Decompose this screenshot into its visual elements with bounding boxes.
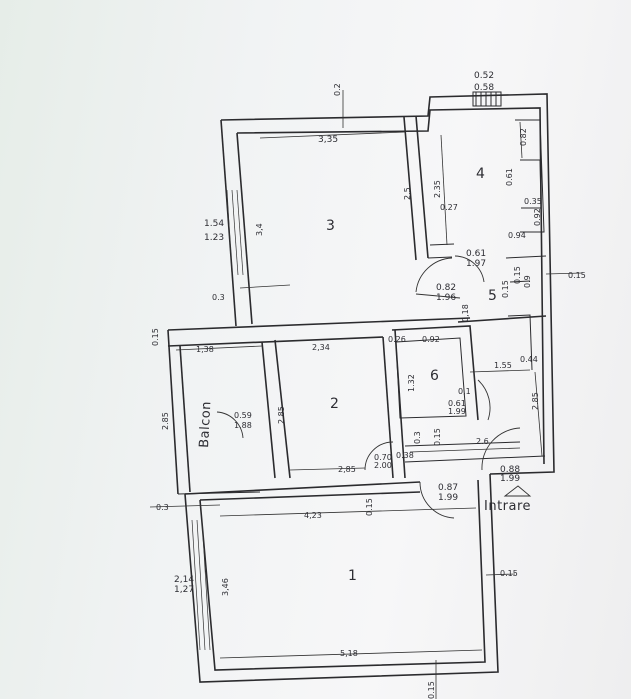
dim-label: 0.15 bbox=[568, 271, 586, 280]
dim-label: 0.52 bbox=[474, 71, 494, 81]
dim-label: 1.23 bbox=[204, 233, 224, 243]
dim-label: 0.61 bbox=[466, 249, 486, 259]
dim-label: 2,34 bbox=[312, 343, 330, 352]
dim-label: 2.6 bbox=[476, 437, 489, 446]
dim-label: 2.35 bbox=[433, 180, 442, 198]
room-label-intrare: Intrare bbox=[484, 499, 531, 514]
dim-label: 2.85 bbox=[161, 412, 170, 430]
dim-label: 2,85 bbox=[338, 465, 356, 474]
dim-label: 1.54 bbox=[204, 219, 224, 229]
room-label-3: 3 bbox=[326, 218, 335, 234]
dim-label: 0.82 bbox=[436, 283, 456, 293]
dim-label: 1.99 bbox=[438, 493, 458, 503]
room-label-6: 6 bbox=[430, 368, 439, 384]
doors bbox=[216, 255, 521, 519]
dimension-labels: 0.52 0.58 0.2 3,35 0.82 0.61 0.35 0.92 2… bbox=[151, 71, 586, 699]
dim-label: 3,4 bbox=[255, 223, 264, 236]
dim-label: 0,1 bbox=[458, 387, 471, 396]
dim-label: 0.58 bbox=[474, 83, 494, 93]
dim-label: 0.94 bbox=[508, 231, 526, 240]
dim-label: 1.97 bbox=[466, 259, 486, 269]
dim-label: 3,35 bbox=[318, 135, 338, 145]
dim-label: 0.44 bbox=[520, 355, 538, 364]
dim-label: 0.92 bbox=[422, 335, 440, 344]
dim-label: 0.38 bbox=[396, 451, 414, 460]
room-labels: 1 2 3 4 5 6 Balcon Intrare bbox=[197, 166, 531, 584]
dim-label: 1,27 bbox=[174, 585, 194, 595]
dim-label: 0.26 bbox=[388, 335, 406, 344]
room-label-2: 2 bbox=[330, 396, 339, 412]
dim-label: 2.85 bbox=[531, 392, 540, 410]
dim-label: 0.3 bbox=[413, 431, 422, 444]
dim-label: 2.5 bbox=[403, 187, 412, 200]
dim-label: 5,18 bbox=[340, 649, 358, 658]
dim-label: 2.85 bbox=[277, 406, 286, 424]
dim-label: 1.88 bbox=[234, 421, 252, 430]
room-label-balcon: Balcon bbox=[197, 401, 214, 449]
dimension-lines bbox=[149, 90, 583, 699]
dim-label: 0.87 bbox=[438, 483, 458, 493]
dim-label: 0.27 bbox=[440, 203, 458, 212]
dim-label: 0.15 bbox=[500, 569, 518, 578]
dim-label: 4,23 bbox=[304, 511, 322, 520]
dim-label: 0,18 bbox=[461, 304, 470, 322]
dim-label: 0.61 bbox=[505, 168, 514, 186]
room-label-5: 5 bbox=[488, 288, 497, 304]
dim-label: 1.55 bbox=[494, 361, 512, 370]
dim-label: 0.61 bbox=[448, 399, 466, 408]
dim-label: 1.32 bbox=[407, 374, 416, 392]
room-label-1: 1 bbox=[348, 568, 357, 584]
dim-label: 0.82 bbox=[519, 128, 528, 146]
dim-label: 0.2 bbox=[333, 83, 342, 96]
dim-label: 0.9 bbox=[523, 275, 532, 288]
dim-label: 0.15 bbox=[427, 681, 436, 699]
dim-label: 3,46 bbox=[221, 578, 230, 596]
dim-label: 0.15 bbox=[433, 428, 442, 446]
dim-label: 2.00 bbox=[374, 461, 392, 470]
dim-label: 1,38 bbox=[196, 345, 214, 354]
dim-label: 0.35 bbox=[524, 197, 542, 206]
dim-label: 1.96 bbox=[436, 293, 456, 303]
dim-label: 1.99 bbox=[448, 407, 466, 416]
dim-label: 0.3 bbox=[156, 503, 169, 512]
dim-label: 0.15 bbox=[365, 498, 374, 516]
dim-label: 0.3 bbox=[212, 293, 225, 302]
walls bbox=[167, 91, 555, 683]
room-label-4: 4 bbox=[476, 166, 485, 182]
dim-label: 0.15 bbox=[513, 266, 522, 284]
dim-label: 0.88 bbox=[500, 465, 520, 475]
dim-label: 2,14 bbox=[174, 575, 194, 585]
dim-label: 1.99 bbox=[500, 474, 520, 484]
dim-label: 0.15 bbox=[151, 328, 160, 346]
dim-label: 0.59 bbox=[234, 411, 252, 420]
dim-label: 0.15 bbox=[501, 280, 510, 298]
dim-label: 0.70 bbox=[374, 453, 392, 462]
dim-label: 0.92 bbox=[533, 208, 542, 226]
